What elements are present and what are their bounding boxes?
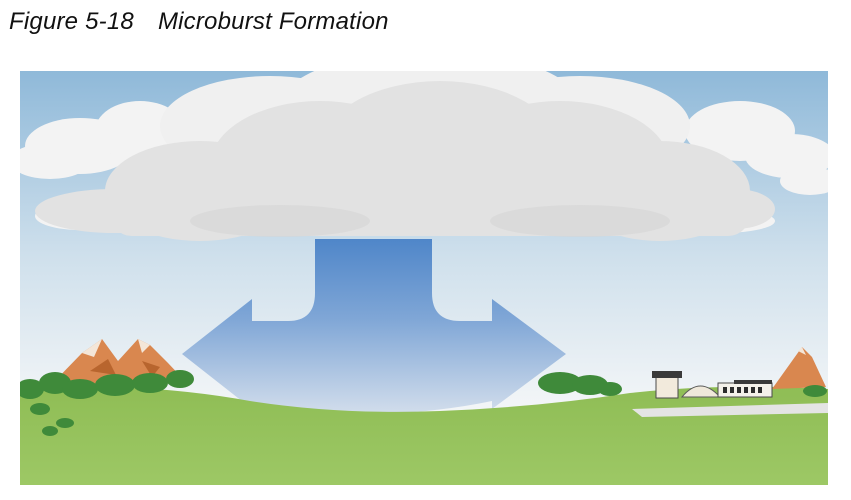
background-clouds [20, 101, 828, 233]
runway [632, 403, 828, 417]
grass-ground [20, 386, 828, 485]
figure-caption: Figure 5-18 Microburst Formation [9, 8, 389, 36]
trees [20, 370, 827, 436]
airport-buildings [652, 371, 773, 399]
cumulonimbus-cloud [35, 71, 775, 241]
microburst-illustration [20, 71, 828, 485]
microburst-outflow-arrow [182, 239, 566, 416]
figure-title: Microburst Formation [157, 8, 389, 35]
mountain-right [772, 347, 826, 389]
figure-number: Figure 5-18 [9, 8, 134, 35]
